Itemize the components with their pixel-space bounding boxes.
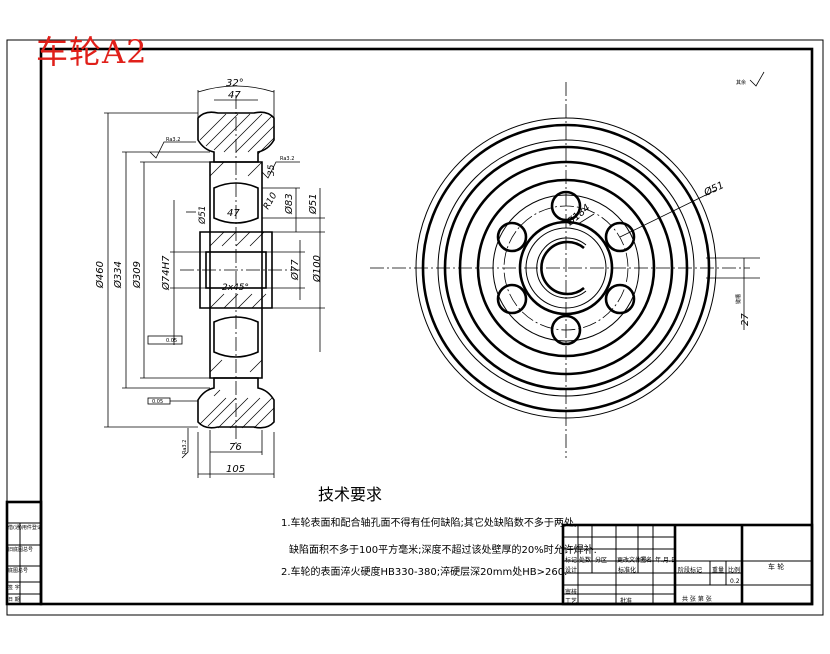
dim-n35: 35 (267, 164, 277, 176)
title-block (561, 523, 814, 606)
tb-col-date: 年.月.日 (655, 557, 677, 564)
dim-d309: Ø309 (131, 261, 143, 289)
dimension-labels: 32° 47 47 76 105 2x45° Ø460 Ø334 Ø309 Ø7… (94, 78, 751, 475)
tb-craft: 工艺 (565, 598, 578, 605)
side-borrowed: 借(通)用件登记 (8, 525, 42, 531)
section-view (104, 85, 325, 478)
tb-standard: 标准化 (618, 567, 637, 574)
dim-right-n27: 27 (740, 313, 751, 326)
tech-requirements-title: 技术要求 (318, 485, 383, 504)
rough-top: Ra3.2 (166, 137, 180, 143)
tb-col-mark: 标记 (565, 557, 578, 564)
side-drawing-no: 底图总号 (8, 568, 29, 574)
tb-col-zone: 分区 (595, 557, 608, 564)
tb-stage: 阶段标记 (678, 567, 703, 574)
tb-scale: 比例 (728, 567, 741, 574)
dim-w76: 76 (229, 442, 242, 453)
dim-w47-inner: 47 (227, 208, 240, 219)
tb-approve: 批准 (620, 598, 633, 605)
side-block (5, 500, 43, 606)
rough-bottom: Ra3.2 (182, 440, 188, 454)
flatness-value: 0.05 (166, 338, 177, 344)
dim-d51-left: Ø51 (197, 205, 208, 225)
tb-weight: 重量 (712, 567, 725, 574)
side-signature: 签 字 (8, 585, 20, 591)
runout-value: 0.05 (152, 399, 163, 405)
tech-requirement-2: 缺陷面积不多于100平方毫米;深度不超过该处壁厚的20%时允许焊补. (289, 545, 597, 556)
tb-sheets: 共 张 第 张 (682, 596, 712, 603)
dim-w47-top: 47 (228, 90, 241, 101)
side-old-drawing: 旧底图总号 (8, 547, 34, 553)
tech-requirement-1: 1.车轮表面和配合轴孔面不得有任何缺陷;其它处缺陷数不多于两处, (281, 518, 578, 529)
dim-r10: R10 (262, 191, 280, 212)
tb-col-count: 处数 (579, 557, 592, 564)
tb-scale-value: 0.2 (730, 578, 740, 585)
dim-right-key: 键槽 (735, 294, 742, 304)
tb-design: 设计 (565, 567, 578, 574)
inner-frame (39, 47, 814, 606)
tb-col-sign: 签名 (640, 557, 653, 564)
dim-d460: Ø460 (94, 261, 106, 289)
dim-d51: Ø51 (307, 193, 319, 215)
dim-d334: Ø334 (112, 261, 124, 289)
dim-d83: Ø83 (283, 193, 295, 215)
dim-d100: Ø100 (311, 255, 323, 283)
dim-d74: Ø74H7 (160, 255, 172, 291)
angle-dim: 32° (226, 78, 244, 89)
side-date: 日 期 (8, 597, 20, 603)
tb-review: 审核 (565, 589, 578, 596)
rough-right: Ra3.2 (280, 156, 294, 162)
dim-chamfer: 2x45° (222, 283, 249, 293)
dim-d77: Ø77 (289, 259, 301, 281)
drawing-title: 车轮A2 (36, 33, 148, 71)
tb-col-change-doc: 更改文件号 (617, 557, 648, 564)
dim-w105: 105 (226, 464, 245, 475)
outer-frame (6, 39, 824, 616)
tech-requirement-3: 2.车轮的表面淬火硬度HB330-380;淬硬层深20mm处HB>260. (281, 567, 568, 578)
roughness-note: 其余 (736, 79, 746, 86)
front-view (370, 71, 765, 458)
tb-part-name: 车 轮 (768, 563, 785, 571)
dim-right-d51: Ø51 (701, 179, 726, 199)
